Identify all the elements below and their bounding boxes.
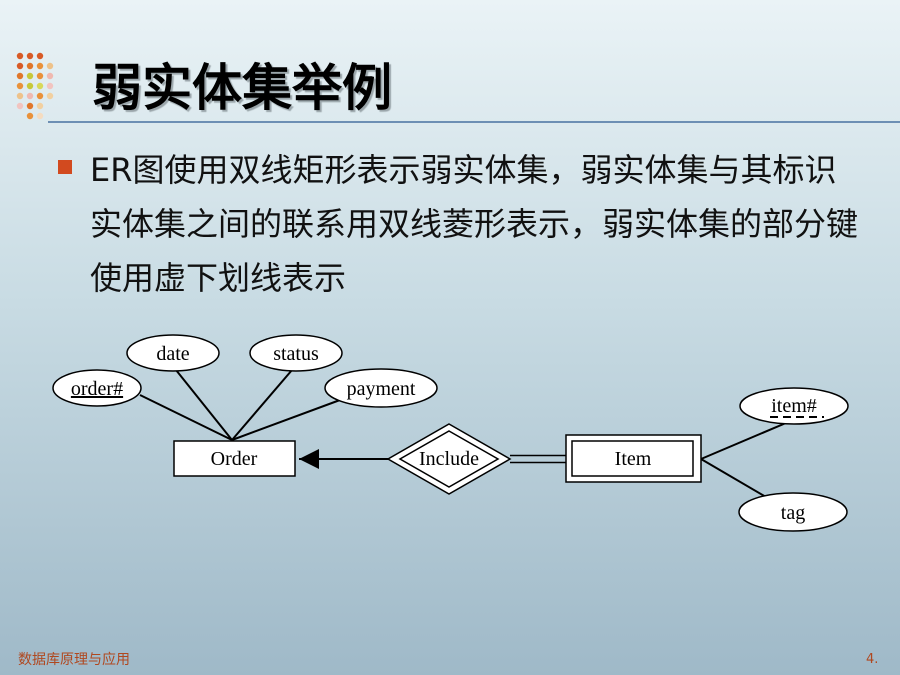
attr-itemno-shape <box>739 387 849 425</box>
attr-date-shape <box>126 334 220 372</box>
decorative-dot-grid <box>16 52 54 120</box>
relationship-include-inner <box>398 430 500 488</box>
attr-itemno-label: item# <box>771 395 817 417</box>
weak-entity-item-label: Item <box>615 448 652 470</box>
attr-status-shape <box>249 334 343 372</box>
weak-entity-item-inner <box>571 440 694 477</box>
line-payment-order <box>231 399 341 441</box>
attr-payment-label: payment <box>347 378 416 400</box>
entity-order-label: Order <box>211 448 258 470</box>
line-date-order <box>175 369 233 441</box>
attr-orderno-shape <box>52 369 142 407</box>
line-itemno-item <box>700 419 794 460</box>
attr-tag-label: tag <box>781 502 805 524</box>
footer-course-name: 数据库原理与应用 <box>18 652 130 668</box>
line-tag-item <box>700 458 767 498</box>
attr-orderno-label: order# <box>71 378 123 400</box>
footer-page-number: 4. <box>866 652 879 667</box>
bullet-text: ER图使用双线矩形表示弱实体集，弱实体集与其标识实体集之间的联系用双线菱形表示，… <box>90 151 859 297</box>
attr-tag-shape <box>738 492 848 532</box>
entity-order-box <box>173 440 296 477</box>
line-orderno-order <box>139 394 233 441</box>
attr-payment-shape <box>324 368 438 408</box>
relationship-include-label: Include <box>419 448 479 470</box>
bullet-square-icon <box>58 160 72 174</box>
title-rule <box>48 121 900 123</box>
line-status-order <box>231 369 293 441</box>
attr-date-label: date <box>156 343 189 365</box>
attr-status-label: status <box>273 343 319 365</box>
slide-title: 弱实体集举例 <box>92 59 392 117</box>
